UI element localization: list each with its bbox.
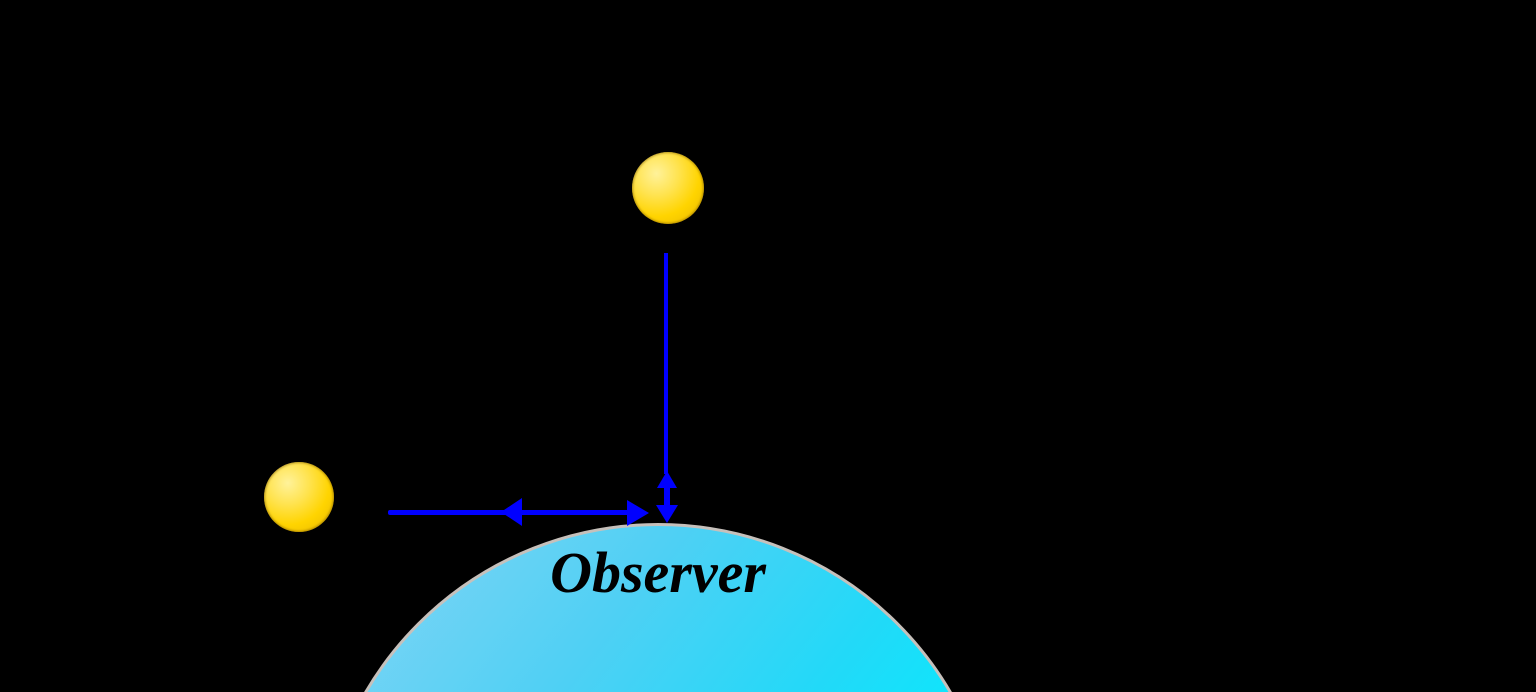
observer-label: Observer bbox=[550, 540, 766, 605]
horizon-sun-icon bbox=[264, 462, 334, 532]
arrowhead-up-icon bbox=[657, 471, 677, 488]
arrowhead-left-icon bbox=[501, 498, 522, 526]
vertical-double-arrow-shaft bbox=[664, 486, 670, 507]
vertical-light-ray bbox=[664, 253, 668, 474]
overhead-sun-icon bbox=[632, 152, 704, 224]
arrowhead-down-icon bbox=[656, 505, 678, 523]
arrowhead-right-icon bbox=[627, 500, 649, 526]
